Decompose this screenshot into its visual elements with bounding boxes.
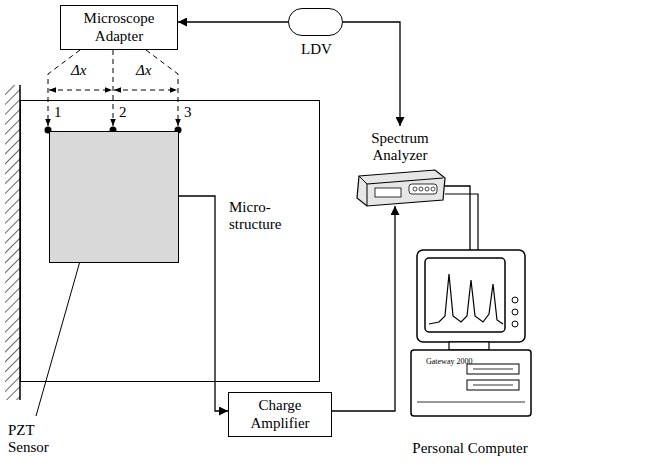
cable-line: [445, 194, 478, 250]
point-number: 3: [184, 104, 192, 121]
point-number: 2: [119, 104, 127, 121]
personal-computer: Personal Computer: [405, 250, 535, 420]
node-label: Personal Computer: [385, 440, 555, 457]
microstructure-beam: Micro- structure PZT Sensor: [20, 100, 320, 382]
delta-x: Δx: [71, 62, 86, 79]
charge-amplifier: Charge Amplifier: [228, 392, 332, 437]
point-number: 1: [54, 104, 62, 121]
signal-connector: [445, 186, 470, 250]
leader-line: [36, 240, 86, 416]
node-label: Microscope Adapter: [61, 10, 177, 45]
adapter-box: Microscope Adapter: [60, 5, 178, 50]
node-label: PZT Sensor: [8, 422, 64, 457]
delta-x: Δx: [136, 62, 151, 79]
node-label: Charge Amplifier: [229, 397, 331, 432]
node-label: Spectrum Analyzer: [345, 130, 455, 165]
signal-connector: [179, 196, 228, 411]
laser-beams: [48, 50, 178, 126]
signal-connector: [178, 21, 288, 22]
ldv-unit: LDV: [288, 8, 343, 36]
signal-connector: [332, 206, 395, 411]
node-label: LDV: [269, 41, 364, 58]
spectrum-analyzer: Spectrum Analyzer: [355, 126, 445, 206]
computer-icon: [405, 250, 535, 420]
node-label: Micro- structure: [229, 199, 309, 234]
signal-connector: [343, 22, 400, 126]
pzt-sensor: PZT Sensor: [49, 131, 179, 263]
wall-hatching: [5, 85, 20, 400]
